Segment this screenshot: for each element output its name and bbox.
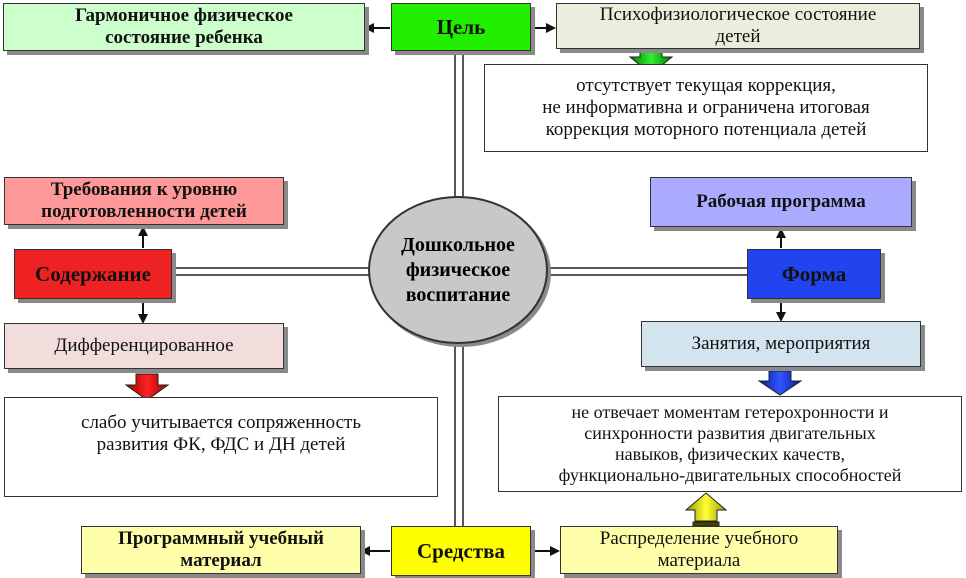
content-note-text: слабо учитывается сопряженность развития… (81, 412, 361, 455)
double-line-bottom (454, 340, 464, 526)
goal-label: Цель (436, 15, 486, 39)
block-arrow-yellow (684, 492, 728, 527)
content-label: Содержание (35, 262, 151, 286)
means-left-text: Программный учебный материал (118, 528, 324, 571)
double-line-right (548, 267, 747, 276)
block-arrow-red (124, 366, 170, 401)
form-note-text: не отвечает моментам гетерохронности и с… (558, 402, 902, 485)
means-left-box: Программный учебный материал (81, 526, 361, 574)
content-note-box: слабо учитывается сопряженность развития… (4, 397, 438, 497)
form-bottom-box: Занятия, мероприятия (641, 321, 921, 367)
double-line-top (454, 50, 464, 200)
goal-left-text: Гармоничное физическое состояние ребенка (75, 5, 293, 48)
goal-left-box: Гармоничное физическое состояние ребенка (3, 3, 365, 51)
double-line-left (172, 267, 370, 276)
block-arrow-blue (757, 363, 803, 396)
means-box: Средства (391, 526, 531, 576)
form-note-box: не отвечает моментам гетерохронности и с… (498, 396, 962, 492)
form-label: Форма (781, 262, 847, 286)
center-label: Дошкольное физическое воспитание (401, 233, 515, 306)
means-right-box: Распределение учебного материала (560, 526, 838, 574)
content-top-box: Требования к уровню подготовленности дет… (4, 177, 284, 225)
goal-box: Цель (391, 3, 531, 51)
form-bottom-text: Занятия, мероприятия (691, 333, 871, 354)
content-bottom-text: Дифференцированное (54, 335, 234, 356)
goal-right-text: Психофизиологическое состояние детей (599, 4, 877, 47)
content-top-text: Требования к уровню подготовленности дет… (41, 179, 247, 222)
center-circle: Дошкольное физическое воспитание (368, 196, 548, 344)
content-box: Содержание (14, 249, 172, 299)
content-bottom-box: Дифференцированное (4, 323, 284, 369)
goal-right-box: Психофизиологическое состояние детей (556, 3, 920, 49)
form-top-box: Рабочая программа (650, 177, 912, 227)
form-box: Форма (747, 249, 881, 299)
goal-note-text: отсутствует текущая коррекция, не информ… (542, 75, 870, 140)
means-label: Средства (417, 539, 505, 563)
goal-note-box: отсутствует текущая коррекция, не информ… (484, 64, 928, 152)
means-right-text: Распределение учебного материала (599, 528, 799, 571)
form-top-text: Рабочая программа (696, 191, 866, 212)
